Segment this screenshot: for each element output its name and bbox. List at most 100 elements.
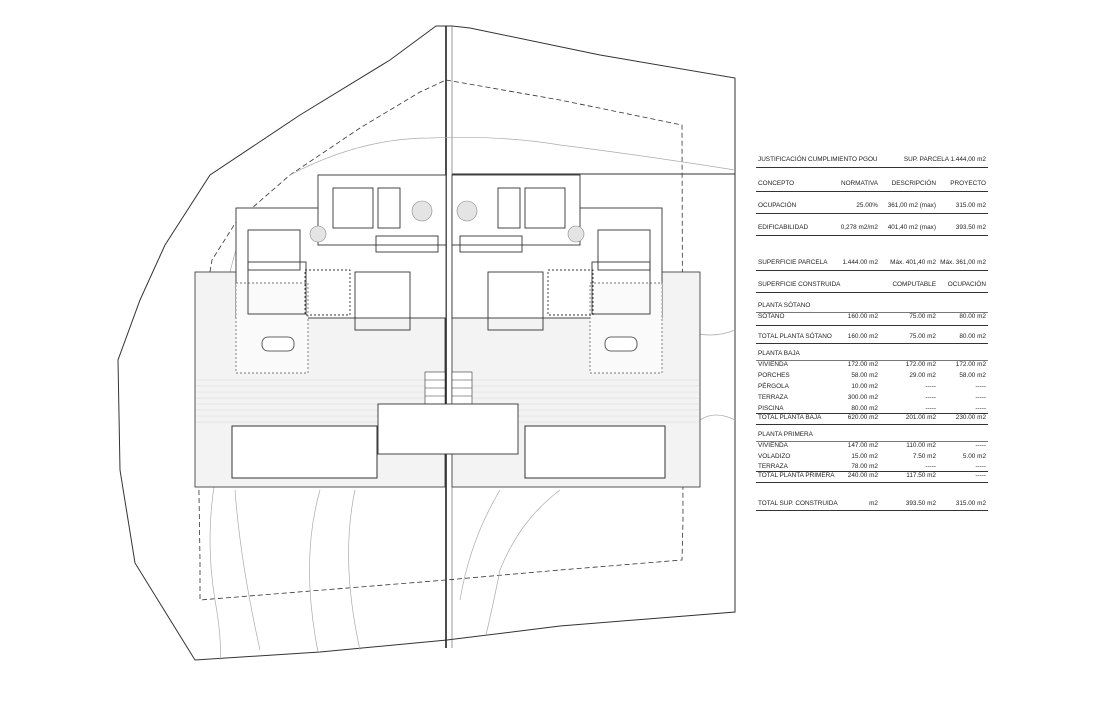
cell-a: 160.00 m2 [847, 313, 878, 320]
cell-label: VOLADIZO [758, 453, 791, 460]
header-normativa: NORMATIVA [840, 180, 878, 187]
cell-b: ----- [925, 405, 936, 412]
divider [756, 312, 988, 313]
setback-line [197, 79, 684, 601]
baja-title: PLANTA BAJA [758, 350, 800, 357]
cell-label: PÉRGOLA [758, 383, 789, 390]
construida-header-label: SUPERFICIE CONSTRUIDA [758, 281, 841, 288]
edificabilidad-descripcion: 401,40 m2 (max) [887, 224, 936, 231]
section-title-sotano: PLANTA SÓTANO [756, 302, 988, 312]
cell-c: ----- [975, 383, 986, 390]
cell-a: 10.00 m2 [851, 383, 878, 390]
cell-label: TERRAZA [758, 463, 788, 470]
outdoor-table-left [261, 336, 295, 352]
construida-header-computable: COMPUTABLE [892, 281, 936, 288]
divider [756, 424, 988, 425]
table-title: JUSTIFICACIÓN CUMPLIMIENTO PGOU [758, 156, 878, 163]
cell-label: PORCHES [758, 372, 790, 379]
divider [756, 167, 988, 168]
cell-label: TERRAZA [758, 394, 788, 401]
cell-c: ----- [975, 405, 986, 412]
total-c: ----- [975, 472, 986, 479]
plot-area-label: SUP. PARCELA 1.444,00 m2 [903, 156, 986, 163]
divider [756, 441, 988, 442]
grand-total-b: 393.50 m2 [905, 500, 936, 507]
room-right-bedroom [524, 187, 566, 229]
outdoor-table-right [604, 336, 638, 352]
ocupacion-proyecto: 315.00 m2 [955, 202, 986, 209]
cell-b: ----- [925, 394, 936, 401]
divider [756, 510, 988, 511]
divider [756, 482, 988, 483]
header-proyecto: PROYECTO [950, 180, 986, 187]
cell-b: 110.00 m2 [906, 442, 936, 449]
cell-b: ----- [925, 383, 936, 390]
divider [756, 325, 988, 326]
room-right-living [597, 229, 651, 271]
cell-c: 58.00 m2 [959, 372, 986, 379]
cell-a: 15.00 m2 [851, 453, 878, 460]
edificabilidad-row: EDIFICABILIDAD 0,278 m2/m2 401,40 m2 (ma… [756, 224, 988, 234]
total-c: 230.00 m2 [955, 414, 986, 421]
section-title-primera: PLANTA PRIMERA [756, 431, 988, 441]
cell-a: 147.00 m2 [847, 442, 878, 449]
table-row: PORCHES 58.00 m2 29.00 m2 58.00 m2 [756, 372, 988, 382]
divider [756, 191, 988, 192]
grand-total-a: m2 [869, 500, 878, 507]
table-row: TERRAZA 78.00 m2 ----- ----- [756, 463, 988, 473]
total-c: 80.00 m2 [959, 333, 986, 340]
divider [756, 471, 988, 472]
cell-b: 75.00 m2 [909, 313, 936, 320]
superficie-parcela-max-edif: Máx. 401,40 m2 [890, 259, 936, 266]
cell-b: ----- [925, 463, 936, 470]
superficie-parcela-row: SUPERFICIE PARCELA 1.444.00 m2 Máx. 401,… [756, 259, 988, 269]
total-a: 160.00 m2 [847, 333, 878, 340]
cell-a: 80.00 m2 [851, 405, 878, 412]
construida-header-row: SUPERFICIE CONSTRUIDA COMPUTABLE OCUPACI… [756, 281, 988, 291]
edificabilidad-proyecto: 393.50 m2 [955, 224, 986, 231]
cell-b: 7.50 m2 [912, 453, 936, 460]
parcel-boundary [117, 25, 736, 661]
total-b: 75.00 m2 [909, 333, 936, 340]
divider [756, 413, 988, 414]
header-concept: CONCEPTO [758, 180, 795, 187]
divider [756, 213, 988, 214]
room-left-dining [247, 261, 307, 315]
cell-a: 300.00 m2 [847, 394, 878, 401]
cell-a: 172.00 m2 [847, 361, 878, 368]
superficie-parcela-value: 1.444.00 m2 [842, 259, 878, 266]
header-descripcion: DESCRIPCIÓN [891, 180, 936, 187]
table-header-row: CONCEPTO NORMATIVA DESCRIPCIÓN PROYECTO [756, 180, 988, 190]
table-row: VOLADIZO 15.00 m2 7.50 m2 5.00 m2 [756, 453, 988, 463]
total-row-sotano: TOTAL PLANTA SÓTANO 160.00 m2 75.00 m2 8… [756, 333, 988, 343]
edificabilidad-normativa: 0,278 m2/m2 [840, 224, 878, 231]
total-b: 117.50 m2 [906, 472, 936, 479]
total-a: 240.00 m2 [847, 472, 878, 479]
total-label: TOTAL PLANTA BAJA [758, 414, 822, 421]
section-title-baja: PLANTA BAJA [756, 350, 988, 360]
tree-icons [309, 200, 585, 243]
cell-c: ----- [975, 394, 986, 401]
divider [756, 292, 988, 293]
cell-c: ----- [975, 442, 986, 449]
table-title-row: JUSTIFICACIÓN CUMPLIMIENTO PGOU SUP. PAR… [756, 156, 988, 166]
total-label: TOTAL PLANTA PRIMERA [758, 472, 835, 479]
pool-left [231, 425, 378, 479]
primera-title: PLANTA PRIMERA [758, 431, 813, 438]
divider [756, 343, 988, 344]
grand-total-label: TOTAL SUP. CONSTRUIDA [758, 500, 838, 507]
total-row-baja: TOTAL PLANTA BAJA 620.00 m2 201.00 m2 23… [756, 414, 988, 424]
ocupacion-normativa: 25.00% [856, 202, 878, 209]
grand-total-row: TOTAL SUP. CONSTRUIDA m2 393.50 m2 315.0… [756, 500, 988, 510]
room-left-master [354, 271, 411, 331]
total-row-primera: TOTAL PLANTA PRIMERA 240.00 m2 117.50 m2… [756, 472, 988, 482]
cell-label: PISCINA [758, 405, 784, 412]
cell-label: VIVIENDA [758, 442, 788, 449]
room-left-living [247, 229, 301, 271]
divider [756, 235, 988, 236]
cell-c: 172.00 m2 [955, 361, 986, 368]
ocupacion-descripcion: 361,00 m2 (max) [887, 202, 936, 209]
cell-label: SÓTANO [758, 313, 785, 320]
total-b: 201.00 m2 [905, 414, 936, 421]
cell-b: 29.00 m2 [909, 372, 936, 379]
